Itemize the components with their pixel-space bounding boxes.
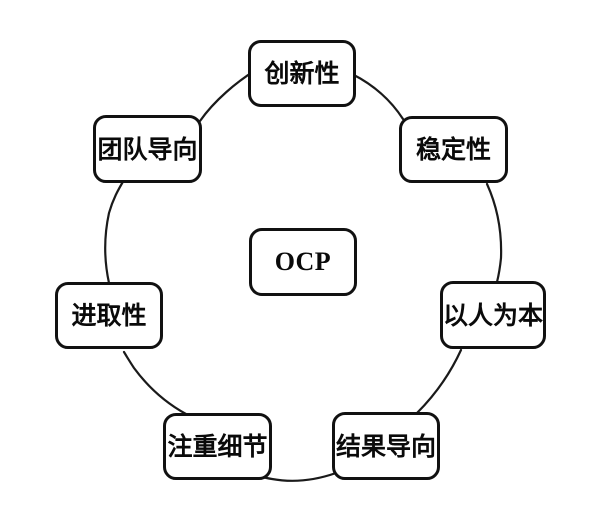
- node-people-oriented[interactable]: 以人为本: [440, 281, 546, 349]
- connector-people-to-results: [415, 348, 463, 415]
- node-results-oriented[interactable]: 结果导向: [332, 412, 440, 480]
- node-attention-to-detail[interactable]: 注重细节: [163, 413, 272, 480]
- node-results-oriented-label: 结果导向: [335, 431, 436, 461]
- node-people-oriented-label: 以人为本: [443, 300, 544, 330]
- node-attention-to-detail-label: 注重细节: [167, 432, 268, 461]
- center-node-ocp-label: OCP: [274, 247, 332, 276]
- node-stability[interactable]: 稳定性: [399, 116, 508, 183]
- node-stability-label: 稳定性: [415, 135, 491, 164]
- connector-aggressive-to-team: [104, 178, 126, 285]
- node-innovation-label: 创新性: [264, 59, 340, 88]
- center-node-ocp[interactable]: OCP: [249, 228, 357, 296]
- connector-stability-to-people: [485, 182, 503, 284]
- node-aggressiveness[interactable]: 进取性: [55, 282, 163, 349]
- node-innovation[interactable]: 创新性: [248, 40, 356, 107]
- node-aggressiveness-label: 进取性: [71, 301, 147, 330]
- connector-innovation-to-stability: [350, 72, 405, 121]
- connector-detail-to-aggressive: [122, 350, 188, 416]
- node-team-oriented[interactable]: 团队导向: [93, 115, 202, 183]
- node-team-oriented-label: 团队导向: [97, 134, 198, 164]
